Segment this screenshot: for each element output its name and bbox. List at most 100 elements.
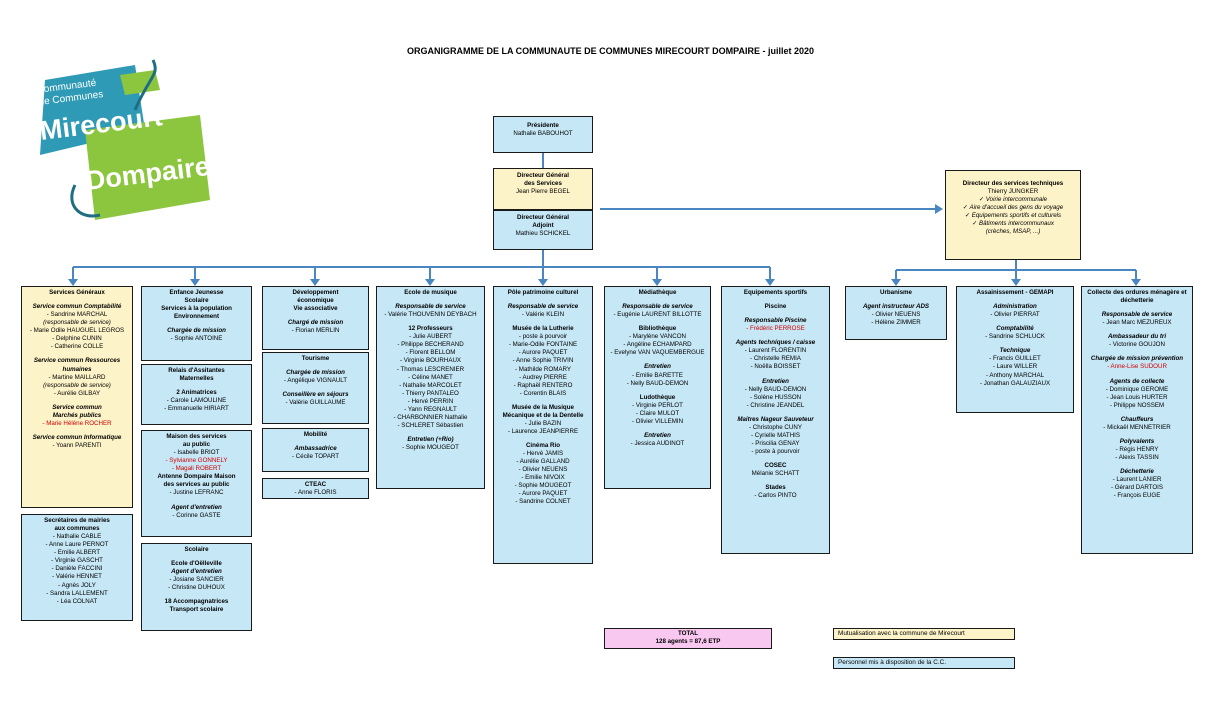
org-line: Piscine <box>764 303 787 311</box>
org-line: - Nelly BAUD-DEMON <box>626 379 689 387</box>
legend-personnel: Personnel mis à disposition de la C.C. <box>833 657 1015 669</box>
org-line: - Delphine CUNIN <box>52 335 102 343</box>
total-box: TOTAL 128 agents = 87,6 ETP <box>604 628 772 649</box>
org-line: - Aurore PAQUET <box>518 490 568 498</box>
org-line: - Solène HUSSON <box>749 393 802 401</box>
org-line: - Claire MULOT <box>635 409 680 417</box>
org-line: des Services <box>524 180 562 188</box>
org-line: Responsable de service <box>1101 311 1173 319</box>
org-line: Entretien <box>644 431 671 439</box>
org-line: - Julie BAZIN <box>524 419 562 427</box>
org-line: Déchetterie <box>1120 468 1154 476</box>
org-line: Scolaire <box>184 546 209 553</box>
total-label: TOTAL <box>677 630 699 637</box>
org-line: Agent d'entretien <box>171 568 222 576</box>
org-line: - Catherine COLLE <box>50 343 104 351</box>
org-line: ✓ Voirie intercommunale <box>978 196 1048 204</box>
org-line: - Sandrine MARCHAL <box>46 311 108 319</box>
org-line: - François EUGE <box>1113 492 1161 500</box>
org-line: aux communes <box>54 525 100 533</box>
org-line: - Marie Odile HAUGUEL LEGROS <box>29 327 125 335</box>
org-line: - Frédéric PERROSE <box>746 325 805 333</box>
org-line: Entretien <box>644 363 671 371</box>
org-line: - Nelly BAUD-DEMON <box>744 385 807 393</box>
org-line: déchetterie <box>1120 297 1154 305</box>
org-line: Assainissement - GEMAPI <box>976 289 1054 296</box>
org-line: Bibliothèque <box>638 325 677 333</box>
org-line: Service commun Informatique <box>32 433 122 441</box>
org-line: - Olivier NEUENS <box>518 466 568 474</box>
org-line: - Aurore PAQUET <box>518 349 568 357</box>
org-line: Services Généraux <box>49 289 105 296</box>
org-line: - Victorine GOUJON <box>1109 341 1165 349</box>
org-line: - Valérie THOUVENIN DEYBACH <box>384 311 477 319</box>
org-line: Agents techniques / caisse <box>735 339 816 347</box>
org-line: - Angéline ECHAMPARD <box>623 341 692 349</box>
org-line: Conseillère en séjours <box>282 391 349 399</box>
page-title: ORGANIGRAMME DE LA COMMUNAUTE DE COMMUNE… <box>406 46 814 56</box>
org-line: Présidente <box>527 122 559 129</box>
org-line: Responsable Piscine <box>744 317 807 325</box>
org-line: - Corinne GASTE <box>172 511 221 519</box>
org-line: Enfance Jeunesse <box>169 289 224 296</box>
org-line: - Corentin BLAIS <box>519 389 567 397</box>
org-line: Collecte des ordures ménagère et <box>1087 289 1187 296</box>
org-line: - Thomas LESCRENIER <box>396 365 465 373</box>
org-line: Urbanisme <box>880 289 912 296</box>
org-line: Directeur Général <box>517 214 569 221</box>
org-line: - Sandra LALLEMENT <box>46 589 108 597</box>
org-line: Technique <box>999 347 1031 355</box>
org-line: - Cyrielle MATHIS <box>750 431 801 439</box>
org-line: Environnement <box>173 313 220 321</box>
cteac-box: CTEAC- Anne FLORIS <box>262 478 369 499</box>
org-line: - Dominique GEROME <box>1105 385 1169 393</box>
org-line: - Agnès JOLY <box>58 581 96 589</box>
org-line: - Anthony MARCHAL <box>985 371 1045 379</box>
org-line: - Philippe NOSSEM <box>1109 401 1165 409</box>
org-line: Entretien (+Rio) <box>407 436 454 443</box>
org-line: Directeur des services techniques <box>962 180 1064 187</box>
org-line: - Marie Hélène ROCHER <box>42 419 112 427</box>
org-line: ✓ Aire d'accueil des gens du voyage <box>962 204 1064 212</box>
org-line: - poste à pourvoir <box>751 448 800 455</box>
org-line: (crèches, MSAP, ...) <box>985 228 1041 236</box>
org-line: Responsable de service <box>622 303 693 311</box>
org-line: - poste à pourvoir <box>518 333 568 341</box>
org-line: - Thierry PANTALEO <box>402 389 459 397</box>
org-line: - Justine LEFRANC <box>169 489 224 497</box>
org-line: Cinéma Rio <box>525 442 561 449</box>
org-line: ✓ Equipements sportifs et culturels <box>964 212 1062 220</box>
org-line: Services à la population <box>161 305 232 313</box>
org-line: - Carole LAMOULINE <box>166 397 227 405</box>
org-line: Chargée de mission prévention <box>1090 355 1184 363</box>
org-line: - Céline MANET <box>408 373 453 381</box>
org-line: - Emilie NIVOIX <box>521 474 565 482</box>
org-line: CTEAC <box>304 481 327 488</box>
org-line: Service commun Comptabilité <box>32 303 122 311</box>
org-line: - Anne Laure PERNOT <box>45 541 109 549</box>
org-line: - Yoann PARENTI <box>52 442 102 449</box>
org-line: Maitres Nageur Sauveteur <box>737 415 814 423</box>
org-line: - Anne-Lise SUDOUR <box>1107 363 1167 371</box>
org-line: - Mickaël MENNETRIER <box>1103 423 1171 431</box>
org-line: - Alexis TASSIN <box>1115 454 1159 461</box>
org-line: des services au public <box>163 481 230 489</box>
org-line: - Olivier PIERRAT <box>990 311 1040 319</box>
org-line: 18 Accompagnatrices <box>164 598 229 606</box>
org-line: (responsable de service) <box>43 319 111 327</box>
org-line: - Christophe CUNY <box>749 423 802 431</box>
org-line: - Florian MERLIN <box>291 327 340 335</box>
org-line: - Anne FLORIS <box>294 489 337 497</box>
org-line: Musée de la Musique <box>512 403 574 411</box>
org-line: - Emilie ALBERT <box>54 549 100 557</box>
